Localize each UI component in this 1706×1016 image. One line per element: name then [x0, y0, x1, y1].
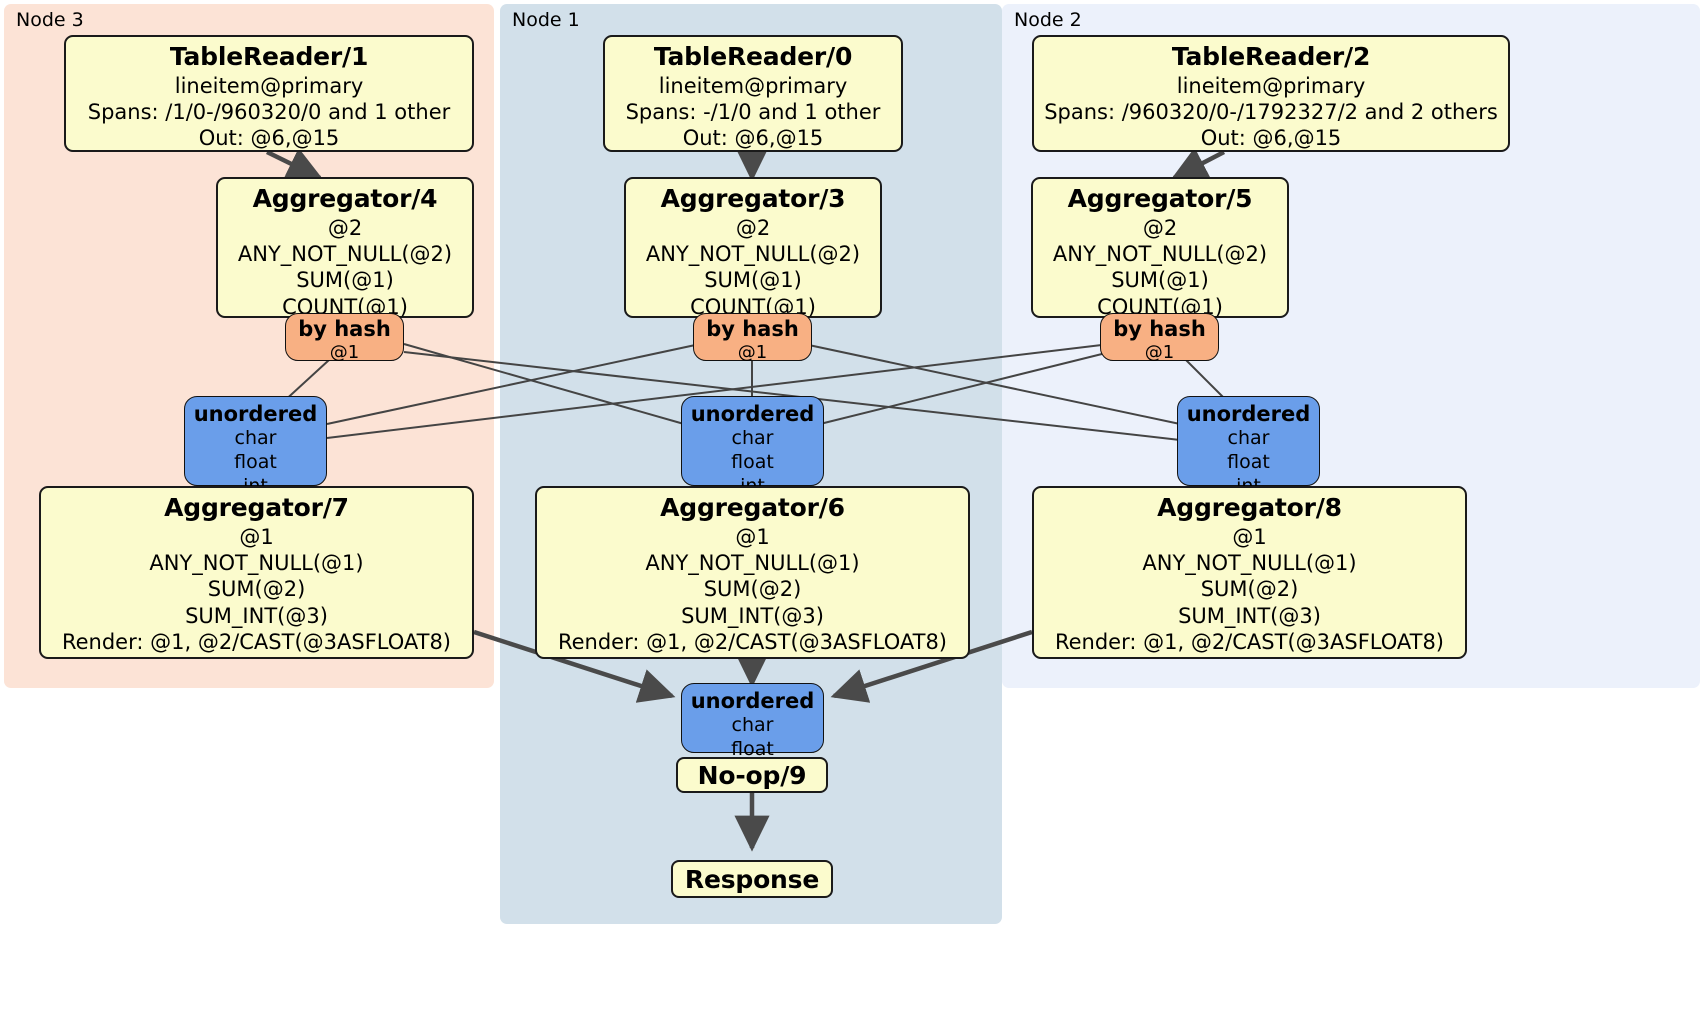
processor-detail-groupby: @2 — [1142, 215, 1178, 240]
router-column: @1 — [737, 342, 768, 364]
router-by-hash-center[interactable]: by hash @1 — [693, 313, 812, 364]
router-title: by hash — [1113, 317, 1206, 341]
processor-detail-agg1: ANY_NOT_NULL(@1) — [1142, 550, 1357, 575]
processor-detail-spans: Spans: /1/0-/960320/0 and 1 other — [87, 99, 451, 124]
processor-title: Aggregator/3 — [660, 184, 846, 213]
stream-type-char: char — [234, 427, 277, 450]
node-panel-label-node1: Node 1 — [512, 9, 580, 31]
stream-unordered-right[interactable]: unordered char float int — [1177, 396, 1320, 497]
router-title: by hash — [706, 317, 799, 341]
processor-detail-out: Out: @6,@15 — [198, 126, 340, 151]
stream-title: unordered — [193, 402, 318, 426]
router-by-hash-left[interactable]: by hash @1 — [285, 313, 404, 364]
processor-detail-agg2: SUM(@1) — [296, 268, 394, 293]
processor-detail-agg1: ANY_NOT_NULL(@1) — [645, 550, 860, 575]
processor-detail-groupby: @2 — [327, 215, 363, 240]
processor-noop-9[interactable]: No-op/9 — [676, 757, 828, 793]
router-column: @1 — [1144, 342, 1175, 364]
stream-type-float: float — [731, 451, 774, 473]
stream-type-char: char — [731, 427, 774, 450]
processor-tablereader-0[interactable]: TableReader/0 lineitem@primary Spans: -/… — [603, 35, 903, 152]
processor-title: Aggregator/8 — [1157, 493, 1342, 522]
processor-detail-agg1: ANY_NOT_NULL(@2) — [1052, 241, 1268, 266]
processor-title: Response — [684, 864, 820, 894]
processor-detail-agg2: SUM(@1) — [1111, 268, 1209, 293]
processor-detail-spans: Spans: -/1/0 and 1 other — [625, 99, 881, 124]
processor-aggregator-6[interactable]: Aggregator/6 @1 ANY_NOT_NULL(@1) SUM(@2)… — [535, 486, 970, 659]
processor-detail-agg1: ANY_NOT_NULL(@1) — [149, 550, 364, 575]
processor-aggregator-8[interactable]: Aggregator/8 @1 ANY_NOT_NULL(@1) SUM(@2)… — [1032, 486, 1467, 659]
stream-type-float: float — [731, 738, 774, 760]
processor-detail-render: Render: @1, @2/CAST(@3ASFLOAT8) — [557, 630, 948, 655]
processor-detail-agg2: SUM(@2) — [207, 577, 306, 602]
processor-detail-groupby: @1 — [239, 524, 274, 549]
router-title: by hash — [298, 317, 391, 341]
processor-aggregator-3[interactable]: Aggregator/3 @2 ANY_NOT_NULL(@2) SUM(@1)… — [624, 177, 882, 319]
processor-title: No-op/9 — [697, 760, 807, 790]
processor-detail-agg2: SUM(@1) — [704, 268, 802, 293]
processor-title: Aggregator/6 — [660, 493, 845, 522]
processor-aggregator-4[interactable]: Aggregator/4 @2 ANY_NOT_NULL(@2) SUM(@1)… — [216, 177, 474, 319]
stream-type-float: float — [1227, 451, 1270, 473]
processor-aggregator-5[interactable]: Aggregator/5 @2 ANY_NOT_NULL(@2) SUM(@1)… — [1031, 177, 1289, 319]
node-panel-label-node2: Node 2 — [1014, 9, 1082, 31]
processor-response[interactable]: Response — [671, 860, 833, 898]
processor-tablereader-1[interactable]: TableReader/1 lineitem@primary Spans: /1… — [64, 35, 474, 152]
processor-title: Aggregator/7 — [164, 493, 349, 522]
processor-detail-agg3: SUM_INT(@3) — [681, 603, 824, 628]
stream-type-float: float — [234, 451, 277, 473]
processor-detail-out: Out: @6,@15 — [1200, 126, 1342, 151]
router-column: @1 — [329, 342, 360, 364]
processor-title: Aggregator/5 — [1067, 184, 1253, 213]
processor-title: TableReader/0 — [653, 42, 853, 71]
router-by-hash-right[interactable]: by hash @1 — [1100, 313, 1219, 364]
processor-detail-spans: Spans: /960320/0-/1792327/2 and 2 others — [1044, 99, 1498, 124]
processor-detail-render: Render: @1, @2/CAST(@3ASFLOAT8) — [61, 630, 452, 655]
stream-unordered-left[interactable]: unordered char float int — [184, 396, 327, 497]
stream-type-char: char — [731, 714, 774, 737]
processor-detail-agg2: SUM(@2) — [1200, 577, 1299, 602]
stream-title: unordered — [690, 402, 815, 426]
processor-tablereader-2[interactable]: TableReader/2 lineitem@primary Spans: /9… — [1032, 35, 1510, 152]
processor-title: TableReader/1 — [169, 42, 369, 71]
stream-unordered-center[interactable]: unordered char float int — [681, 396, 824, 497]
processor-detail-agg2: SUM(@2) — [703, 577, 802, 602]
processor-detail-agg3: SUM_INT(@3) — [185, 603, 328, 628]
stream-title: unordered — [1186, 402, 1311, 426]
processor-detail-table: lineitem@primary — [1176, 73, 1366, 98]
processor-detail-groupby: @1 — [735, 524, 770, 549]
processor-detail-agg3: SUM_INT(@3) — [1178, 603, 1321, 628]
processor-title: Aggregator/4 — [252, 184, 438, 213]
processor-detail-render: Render: @1, @2/CAST(@3ASFLOAT8) — [1054, 630, 1445, 655]
processor-aggregator-7[interactable]: Aggregator/7 @1 ANY_NOT_NULL(@1) SUM(@2)… — [39, 486, 474, 659]
processor-detail-groupby: @1 — [1232, 524, 1267, 549]
stream-unordered-final[interactable]: unordered char float — [681, 683, 824, 760]
stream-type-char: char — [1227, 427, 1270, 450]
processor-detail-agg1: ANY_NOT_NULL(@2) — [237, 241, 453, 266]
processor-detail-groupby: @2 — [735, 215, 771, 240]
processor-detail-agg1: ANY_NOT_NULL(@2) — [645, 241, 861, 266]
processor-detail-table: lineitem@primary — [658, 73, 848, 98]
processor-detail-table: lineitem@primary — [174, 73, 364, 98]
stream-title: unordered — [690, 689, 815, 713]
processor-detail-out: Out: @6,@15 — [682, 126, 824, 151]
node-panel-label-node3: Node 3 — [16, 9, 84, 31]
processor-title: TableReader/2 — [1171, 42, 1371, 71]
